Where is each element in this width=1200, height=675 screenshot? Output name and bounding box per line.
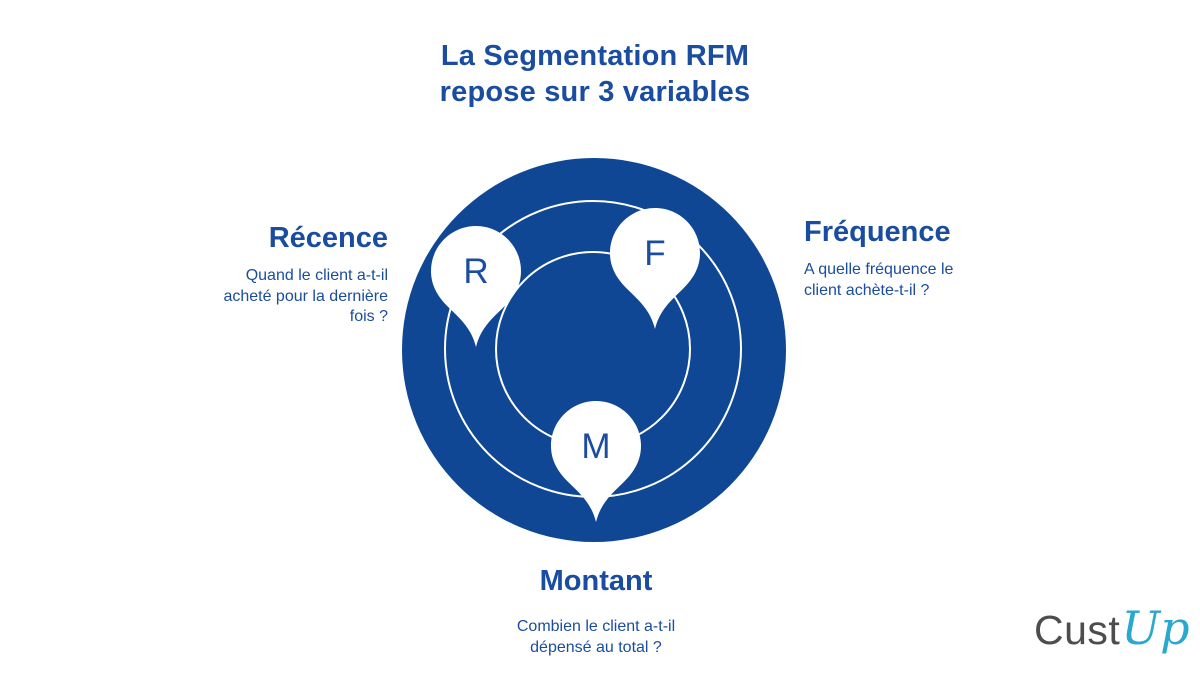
page-title-line2: repose sur 3 variables [439,76,751,108]
pin-shape [551,401,641,522]
monetary-description: Combien le client a-t-il dépensé au tota… [516,618,676,656]
recency-pin-letter: R [463,252,488,291]
custup-logo-up: Up [1121,601,1190,655]
frequency-description: A quelle fréquence le client achète-t-il… [804,261,954,299]
custup-logo: CustUp [1034,601,1190,655]
monetary-label: Montant Combien le client a-t-il dépensé… [446,565,746,658]
recency-pin-icon: R [431,226,521,347]
pin-shape [610,208,700,329]
monetary-pin-icon: M [551,401,641,522]
page-title: La Segmentation RFM repose sur 3 variabl… [0,38,1190,110]
frequency-pin-letter: F [644,234,665,273]
recency-label: Récence Quand le client a-t-il acheté po… [148,222,388,328]
frequency-pin-icon: F [610,208,700,329]
custup-logo-cust: Cust [1034,607,1121,653]
monetary-pin-letter: M [581,427,610,466]
page-title-line1: La Segmentation RFM [440,40,750,72]
frequency-label: Fréquence A quelle fréquence le client a… [804,216,1064,301]
recency-description: Quand le client a-t-il acheté pour la de… [223,267,388,325]
pin-shape [431,226,521,347]
recency-heading: Récence [268,222,388,254]
frequency-heading: Fréquence [804,216,951,248]
monetary-heading: Montant [539,565,653,597]
